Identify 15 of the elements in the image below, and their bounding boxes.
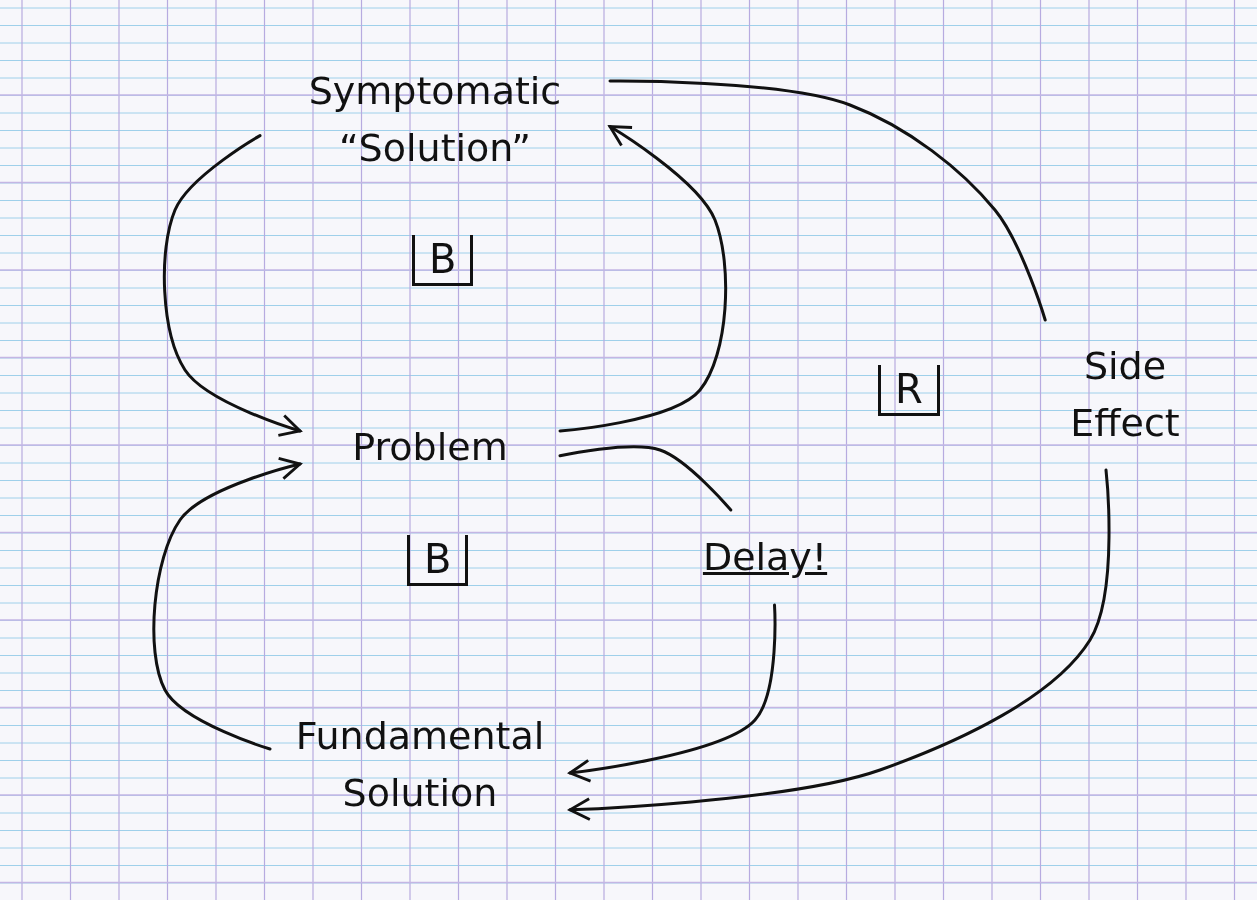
node-label: Delay!: [702, 534, 828, 581]
node-label: Side Effect: [1069, 343, 1181, 447]
connector-line: [558, 445, 733, 512]
node-label: Fundamental Solution: [294, 713, 546, 817]
arrow: [152, 457, 302, 751]
loop-marker: B: [407, 535, 469, 586]
arrow: [558, 125, 728, 433]
arrow: [568, 468, 1111, 821]
connector-line: [608, 79, 1047, 322]
arrow: [162, 134, 302, 437]
node-label: Symptomatic “Solution”: [307, 68, 563, 172]
loop-marker: R: [878, 365, 940, 416]
node-label: Problem: [352, 424, 508, 471]
loop-marker: B: [412, 235, 474, 286]
arrow: [568, 603, 777, 783]
